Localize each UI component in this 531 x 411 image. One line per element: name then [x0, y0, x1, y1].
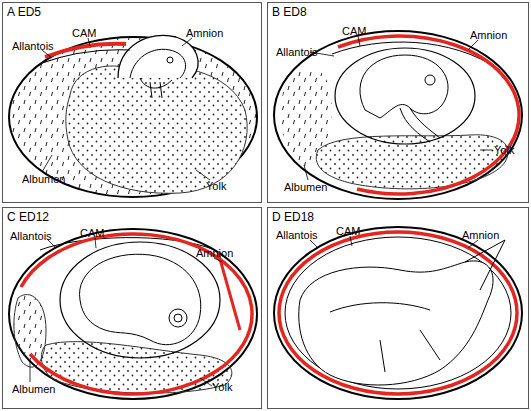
- part-label: Amnion: [462, 229, 499, 241]
- amnion: [118, 35, 198, 78]
- part-label: CAM: [80, 227, 104, 239]
- part-label: Yolk: [494, 144, 514, 156]
- allantois: [332, 42, 500, 70]
- yolk-stalk: [400, 108, 440, 142]
- yolk-texture: [66, 66, 247, 193]
- part-label: Allantois: [276, 46, 318, 58]
- part-label: Allantois: [10, 230, 52, 242]
- amnion: [60, 242, 220, 358]
- embryo-eye: [169, 309, 187, 327]
- embryo: [130, 49, 186, 78]
- panel-heading: D ED18: [272, 210, 314, 224]
- part-label: Albumen: [12, 383, 55, 395]
- egg-ed18: [274, 227, 522, 399]
- embryo-eye: [174, 314, 182, 322]
- part-label: Amnion: [470, 29, 507, 41]
- chick: [299, 261, 493, 385]
- yolk: [41, 342, 232, 394]
- part-label: Albumen: [284, 181, 327, 193]
- embryo: [360, 55, 448, 118]
- egg-ed12: [9, 229, 257, 399]
- panel-heading: C ED12: [7, 210, 49, 224]
- yolk: [316, 135, 508, 189]
- yolk-stalk: [140, 78, 172, 98]
- part-label: Albumen: [22, 173, 65, 185]
- embryo: [80, 254, 201, 344]
- egg-ed5: [9, 35, 257, 197]
- embryo-eye: [167, 57, 173, 63]
- egg-shell: [274, 227, 522, 399]
- embryo-eye: [425, 75, 435, 85]
- part-label: CAM: [72, 27, 96, 39]
- panel-heading: A ED5: [7, 5, 41, 19]
- chick-detail: [330, 240, 505, 372]
- part-label: Allantois: [12, 40, 54, 52]
- leader-line: [304, 36, 492, 180]
- leader-line: [310, 236, 478, 248]
- part-label: Amnion: [196, 247, 233, 259]
- cam-line: [338, 36, 519, 194]
- amnion: [335, 48, 475, 144]
- cam-line: [218, 252, 240, 330]
- cam-line: [21, 234, 252, 394]
- egg-shell: [9, 229, 257, 399]
- yolk: [66, 66, 247, 193]
- egg-ed8: [274, 31, 522, 199]
- part-label: Allantois: [276, 229, 318, 241]
- egg-shell: [274, 31, 522, 199]
- leader-line: [30, 238, 222, 386]
- leader-line: [42, 38, 210, 180]
- part-label: Yolk: [212, 381, 232, 393]
- cam-line: [279, 232, 517, 394]
- part-label: Yolk: [206, 180, 226, 192]
- part-label: Amnion: [186, 27, 223, 39]
- part-label: CAM: [336, 225, 360, 237]
- allantois: [285, 237, 511, 389]
- cam-line: [45, 44, 126, 57]
- panel-heading: B ED8: [272, 5, 307, 19]
- part-label: CAM: [342, 25, 366, 37]
